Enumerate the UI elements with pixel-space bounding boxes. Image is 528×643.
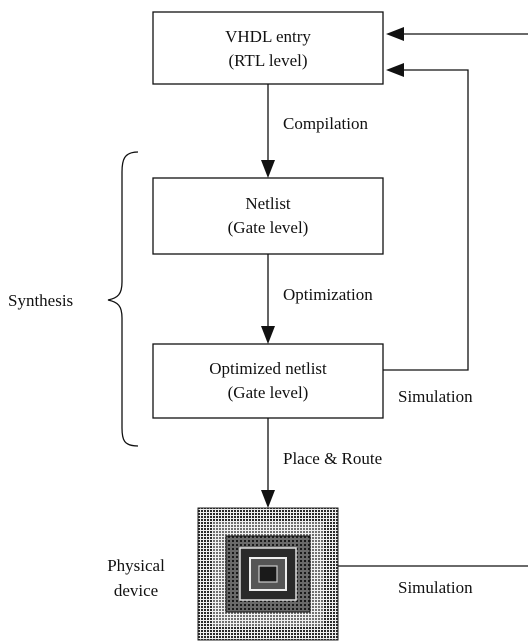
- synthesis-brace: [107, 151, 139, 447]
- compilation-arrow: [261, 84, 275, 178]
- netlist-simulation-feedback-arrow: [383, 63, 469, 371]
- vhdl-entry-level: (RTL level): [228, 51, 307, 70]
- optimization-label: Optimization: [283, 285, 373, 304]
- compilation-label: Compilation: [283, 114, 369, 133]
- place-route-label: Place & Route: [283, 449, 382, 468]
- place-route-arrow: [261, 418, 275, 508]
- netlist-box: [152, 177, 384, 255]
- physical-device-label-line2: device: [114, 581, 158, 600]
- netlist-node: Netlist (Gate level): [152, 177, 384, 255]
- netlist-title: Netlist: [245, 194, 291, 213]
- device-simulation-label: Simulation: [398, 578, 473, 597]
- physical-device-label-line1: Physical: [107, 556, 165, 575]
- optimized-netlist-node: Optimized netlist (Gate level): [152, 343, 384, 419]
- optimized-netlist-level: (Gate level): [228, 383, 309, 402]
- netlist-simulation-label: Simulation: [398, 387, 473, 406]
- optimization-arrow: [261, 254, 275, 344]
- optimized-netlist-box: [152, 343, 384, 419]
- optimized-netlist-title: Optimized netlist: [209, 359, 327, 378]
- device-simulation-feedback-arrow: [316, 27, 528, 567]
- netlist-level: (Gate level): [228, 218, 309, 237]
- physical-device-chip: [197, 507, 339, 641]
- vhdl-entry-box: [152, 11, 384, 85]
- vhdl-entry-title: VHDL entry: [225, 27, 311, 46]
- vhdl-entry-node: VHDL entry (RTL level): [152, 11, 384, 85]
- synthesis-label: Synthesis: [8, 291, 73, 310]
